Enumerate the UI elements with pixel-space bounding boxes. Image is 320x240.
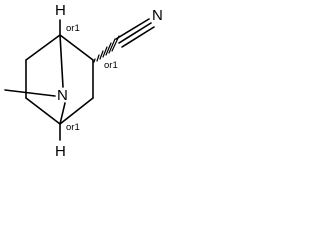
atom-h-bottom: H — [55, 143, 66, 160]
bond-c1-n — [59, 34, 64, 88]
bond-c3-c4 — [59, 97, 94, 125]
hashed-wedge-bond — [93, 35, 120, 63]
atom-h-top: H — [55, 2, 66, 19]
nitrile-triple-bond — [115, 18, 155, 48]
molecule-structure: H H N N or1 or1 or1 — [4, 2, 163, 160]
atom-n-bridge: N — [57, 87, 68, 104]
atom-n-nitrile: N — [152, 7, 163, 24]
bond-c4-c5 — [25, 97, 61, 125]
bond-c6-c1 — [25, 34, 61, 61]
stereo-label-c1: or1 — [66, 23, 80, 34]
bond-n-methyl — [4, 89, 56, 97]
ring-bonds — [4, 34, 94, 125]
bond-c4-n — [59, 102, 66, 125]
stereo-label-c2: or1 — [104, 60, 118, 71]
bond-c1-c2 — [59, 34, 94, 61]
stereo-label-c4: or1 — [66, 122, 80, 133]
